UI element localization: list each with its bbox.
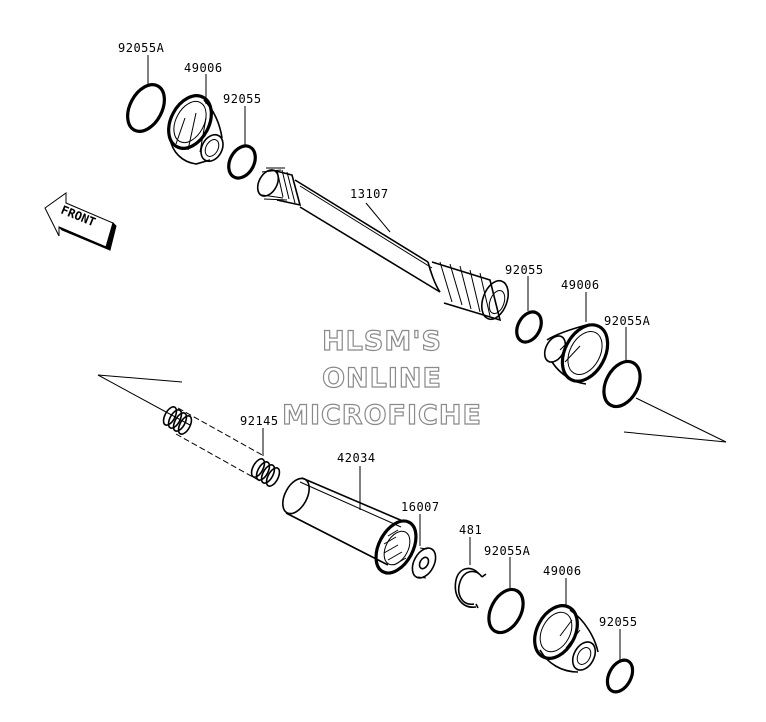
watermark-line3: MICROFICHE: [282, 400, 482, 431]
label-o-ring-mid-right: 92055A: [604, 314, 651, 328]
label-o-ring-small-mid: 92055: [505, 263, 544, 277]
circlip-part: [454, 567, 487, 609]
label-o-ring-small-upper-left: 92055: [223, 92, 262, 106]
label-boot-upper-left: 49006: [184, 61, 223, 75]
label-boot-mid: 49006: [561, 278, 600, 292]
label-spring: 92145: [240, 414, 279, 428]
label-coupling: 42034: [337, 451, 376, 465]
label-circlip: 481: [459, 523, 482, 537]
o-ring-small-mid-part: [515, 310, 543, 344]
leader-lines: [147, 55, 627, 660]
label-boot-lower: 49006: [543, 564, 582, 578]
boot-upper-left-part: [167, 94, 224, 165]
label-o-ring-lower: 92055A: [484, 544, 531, 558]
spring-part: [162, 406, 281, 487]
washer-part: [411, 547, 437, 579]
o-ring-upper-left-part: [126, 83, 166, 133]
boot-mid-part: [543, 323, 610, 385]
o-ring-small-upper-left-part: [227, 144, 257, 180]
drive-shaft-part: [256, 167, 509, 322]
part-labels: 92055A 49006 92055 13107 92055 49006 920…: [118, 41, 651, 629]
o-ring-small-lower-part: [605, 658, 635, 694]
front-direction-arrow: FRONT: [44, 192, 117, 251]
label-washer: 16007: [401, 500, 440, 514]
watermark-line2: ONLINE: [322, 363, 442, 394]
boot-lower-part: [533, 604, 599, 673]
front-label: FRONT: [59, 203, 98, 230]
watermark-line1: HLSM'S: [322, 326, 442, 357]
coupling-part: [282, 477, 418, 575]
watermark: HLSM'S ONLINE MICROFICHE: [281, 325, 482, 431]
o-ring-mid-right-part: [602, 359, 642, 409]
label-o-ring-small-lower: 92055: [599, 615, 638, 629]
label-o-ring-upper-left: 92055A: [118, 41, 165, 55]
label-shaft: 13107: [350, 187, 389, 201]
o-ring-lower-part: [487, 587, 525, 635]
